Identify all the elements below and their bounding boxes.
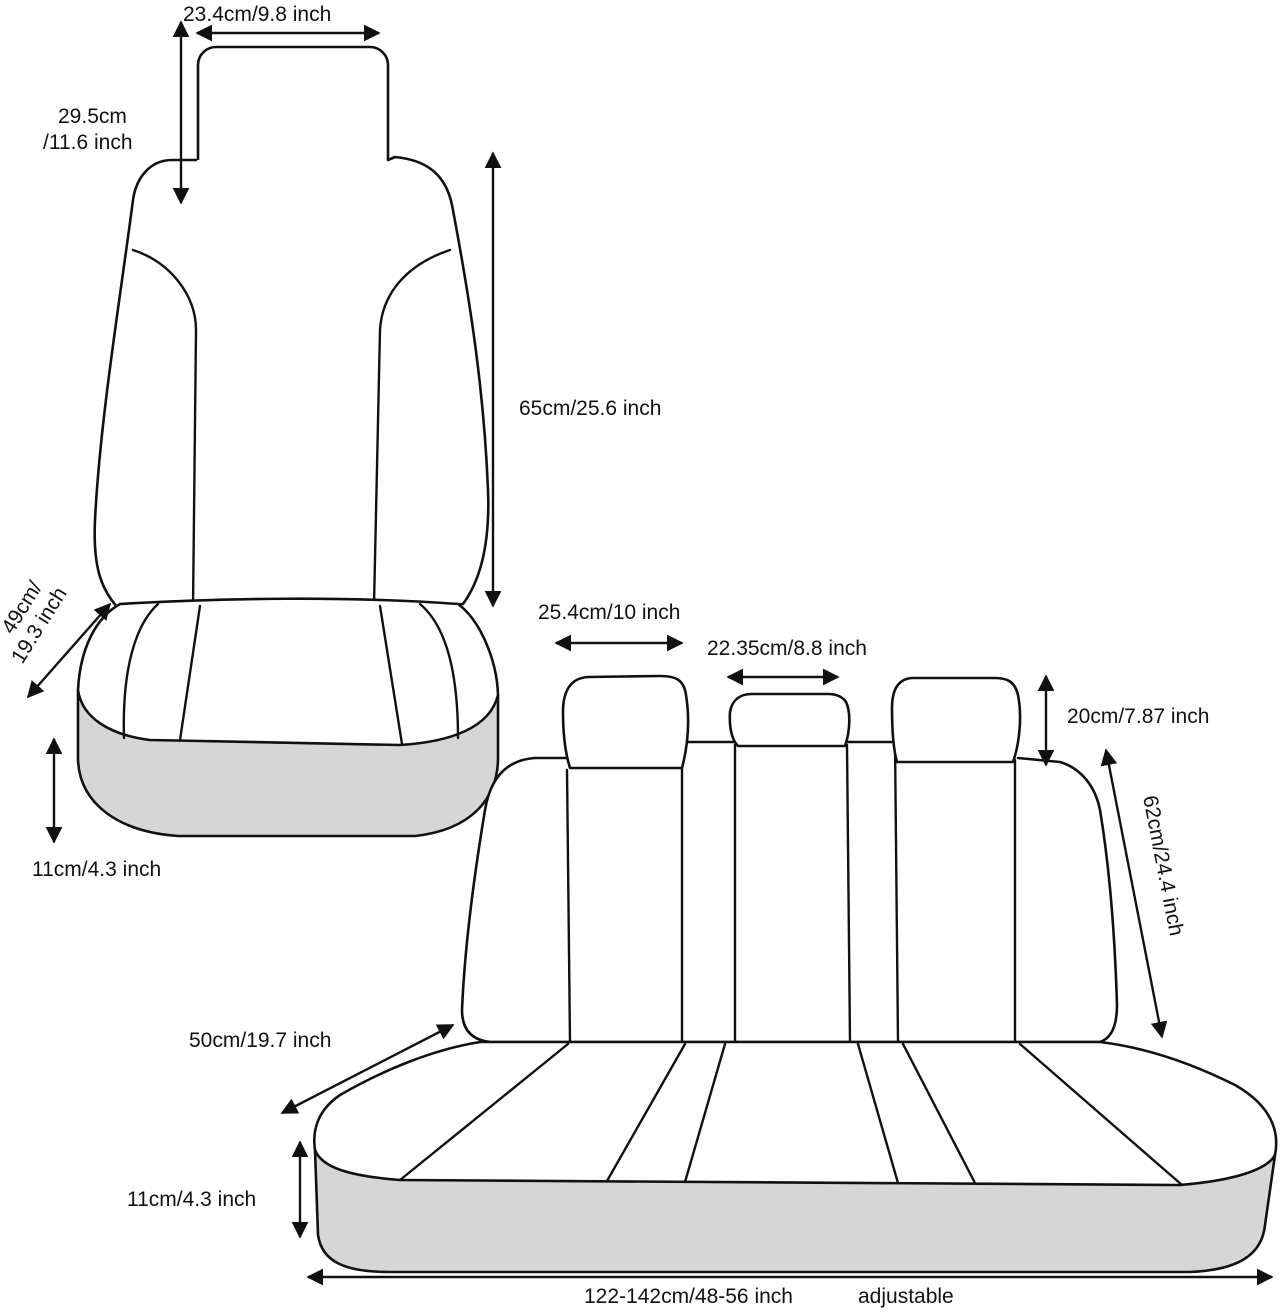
- rear-cushion-seam-5: [901, 1042, 977, 1185]
- front-side-height-label: 11cm/4.3 inch: [32, 858, 161, 881]
- rear-headrest-middle: [728, 692, 851, 748]
- dimension-arrows: [26, 20, 1274, 1286]
- front-cushion-seam-4: [418, 602, 460, 740]
- rear-backrest-panel-line-4: [845, 743, 852, 1044]
- rear-cushion: [313, 1040, 1278, 1187]
- rear-headrest-left: [561, 674, 690, 770]
- rear-cushion-depth-arrow: [280, 1023, 455, 1115]
- front-headrest-height-label-line2: /11.6 inch: [43, 131, 133, 154]
- rear-backrest-panel-line-1: [565, 768, 572, 1044]
- rear-cushion-seam-6: [1018, 1042, 1184, 1187]
- rear-side-height-label: 11cm/4.3 inch: [127, 1188, 256, 1211]
- rear-cushion-depth-label: 50cm/19.7 inch: [189, 1029, 331, 1052]
- front-backrest: [93, 155, 490, 610]
- front-backrest-left-seam: [131, 248, 198, 610]
- rear-cushion-seam-2: [605, 1042, 687, 1183]
- rear-seat-drawing: [313, 674, 1278, 1274]
- front-cushion-seam-3: [378, 604, 404, 746]
- rear-headrest-height-label: 20cm/7.87 inch: [1067, 705, 1209, 728]
- rear-cushion-seam-3: [683, 1042, 727, 1184]
- front-cushion-seam-2: [178, 604, 202, 742]
- rear-backrest-height-label: 62cm/24.4 inch: [1138, 794, 1188, 938]
- front-cushion-seam-1: [122, 602, 160, 740]
- rear-width-adjustable-label: adjustable: [858, 1285, 954, 1308]
- front-seat-drawing: [76, 45, 500, 838]
- front-cushion-depth-arrow: [26, 602, 112, 699]
- front-backrest-height-label: 65cm/25.6 inch: [519, 397, 661, 420]
- rear-middle-headrest-width-label: 22.35cm/8.8 inch: [707, 637, 867, 660]
- rear-headrest-right: [890, 676, 1022, 764]
- rear-cushion-seam-4: [856, 1042, 900, 1185]
- rear-backrest: [460, 756, 1119, 1044]
- rear-backrest-height-arrow: [1100, 748, 1168, 1039]
- front-headrest-width-label: 23.4cm/9.8 inch: [183, 3, 331, 26]
- rear-cushion-seam-1: [398, 1042, 570, 1182]
- front-headrest-height-label-line1: 29.5cm: [58, 105, 127, 128]
- rear-backrest-panel-line-5: [893, 740, 900, 1044]
- rear-total-width-label: 122-142cm/48-56 inch: [584, 1285, 793, 1308]
- rear-side-headrest-width-label: 25.4cm/10 inch: [538, 601, 680, 624]
- front-backrest-right-seam: [372, 248, 452, 607]
